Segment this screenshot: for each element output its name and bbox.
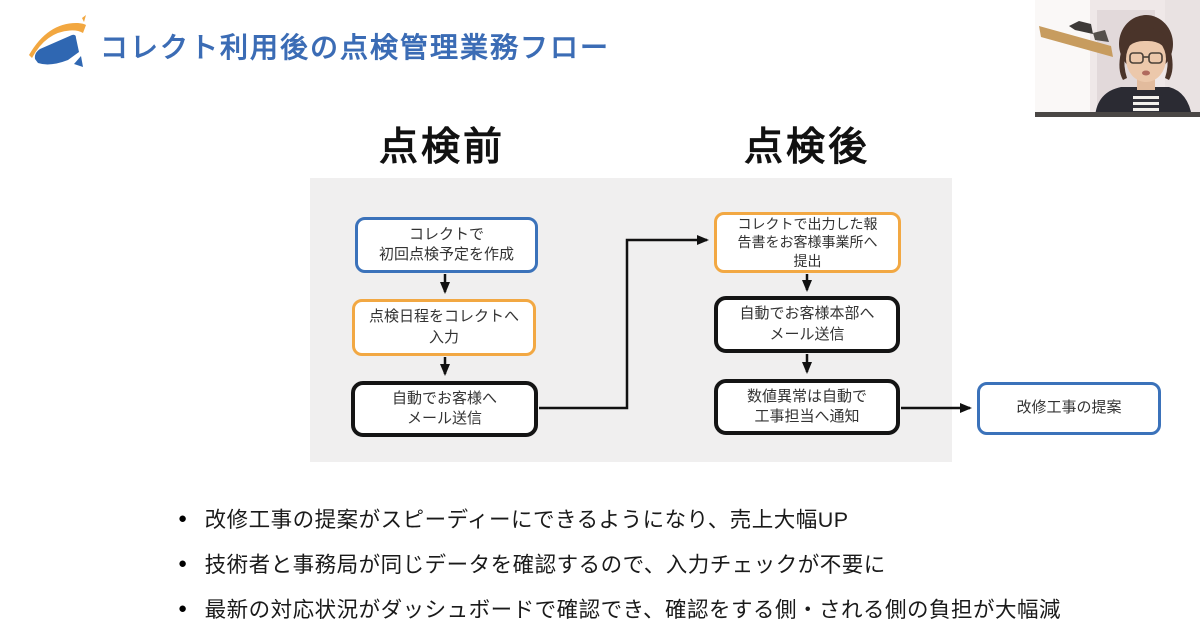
column-header-before: 点検前 — [379, 126, 506, 169]
column-header-after: 点検後 — [744, 126, 871, 169]
collect-logo-icon — [26, 12, 92, 74]
bullet-text: 最新の対応状況がダッシュボードで確認でき、確認をする側・される側の負担が大幅減 — [204, 598, 1062, 622]
bullet-text: 技術者と事務局が同じデータを確認するので、入力チェックが不要に — [204, 553, 886, 577]
flow-box-auto-mail-headquarters: 自動でお客様本部へ メール送信 — [714, 296, 900, 353]
flow-box-renovation-proposal: 改修工事の提案 — [977, 382, 1161, 435]
bullet-text: 改修工事の提案がスピーディーにできるようになり、売上大幅UP — [204, 508, 849, 532]
list-item: ● 改修工事の提案がスピーディーにできるようになり、売上大幅UP — [178, 496, 1061, 541]
list-item: ● 技術者と事務局が同じデータを確認するので、入力チェックが不要に — [178, 541, 1061, 586]
bullet-icon: ● — [178, 555, 188, 572]
flow-box-auto-mail-customer: 自動でお客様へ メール送信 — [351, 381, 538, 437]
webcam-video — [1035, 0, 1200, 117]
page-title: コレクト利用後の点検管理業務フロー — [100, 32, 611, 63]
flow-box-input-inspection-date: 点検日程をコレクトへ 入力 — [352, 299, 536, 356]
bullet-icon: ● — [178, 510, 188, 527]
list-item: ● 最新の対応状況がダッシュボードで確認でき、確認をする側・される側の負担が大幅… — [178, 586, 1061, 631]
flow-box-create-initial-schedule: コレクトで 初回点検予定を作成 — [355, 217, 538, 273]
bullet-icon: ● — [178, 600, 188, 617]
benefits-list: ● 改修工事の提案がスピーディーにできるようになり、売上大幅UP ● 技術者と事… — [178, 496, 1061, 631]
flow-box-notify-abnormal-values: 数値異常は自動で 工事担当へ通知 — [714, 379, 900, 435]
flow-box-submit-report: コレクトで出力した報 告書をお客様事業所へ 提出 — [714, 212, 901, 273]
